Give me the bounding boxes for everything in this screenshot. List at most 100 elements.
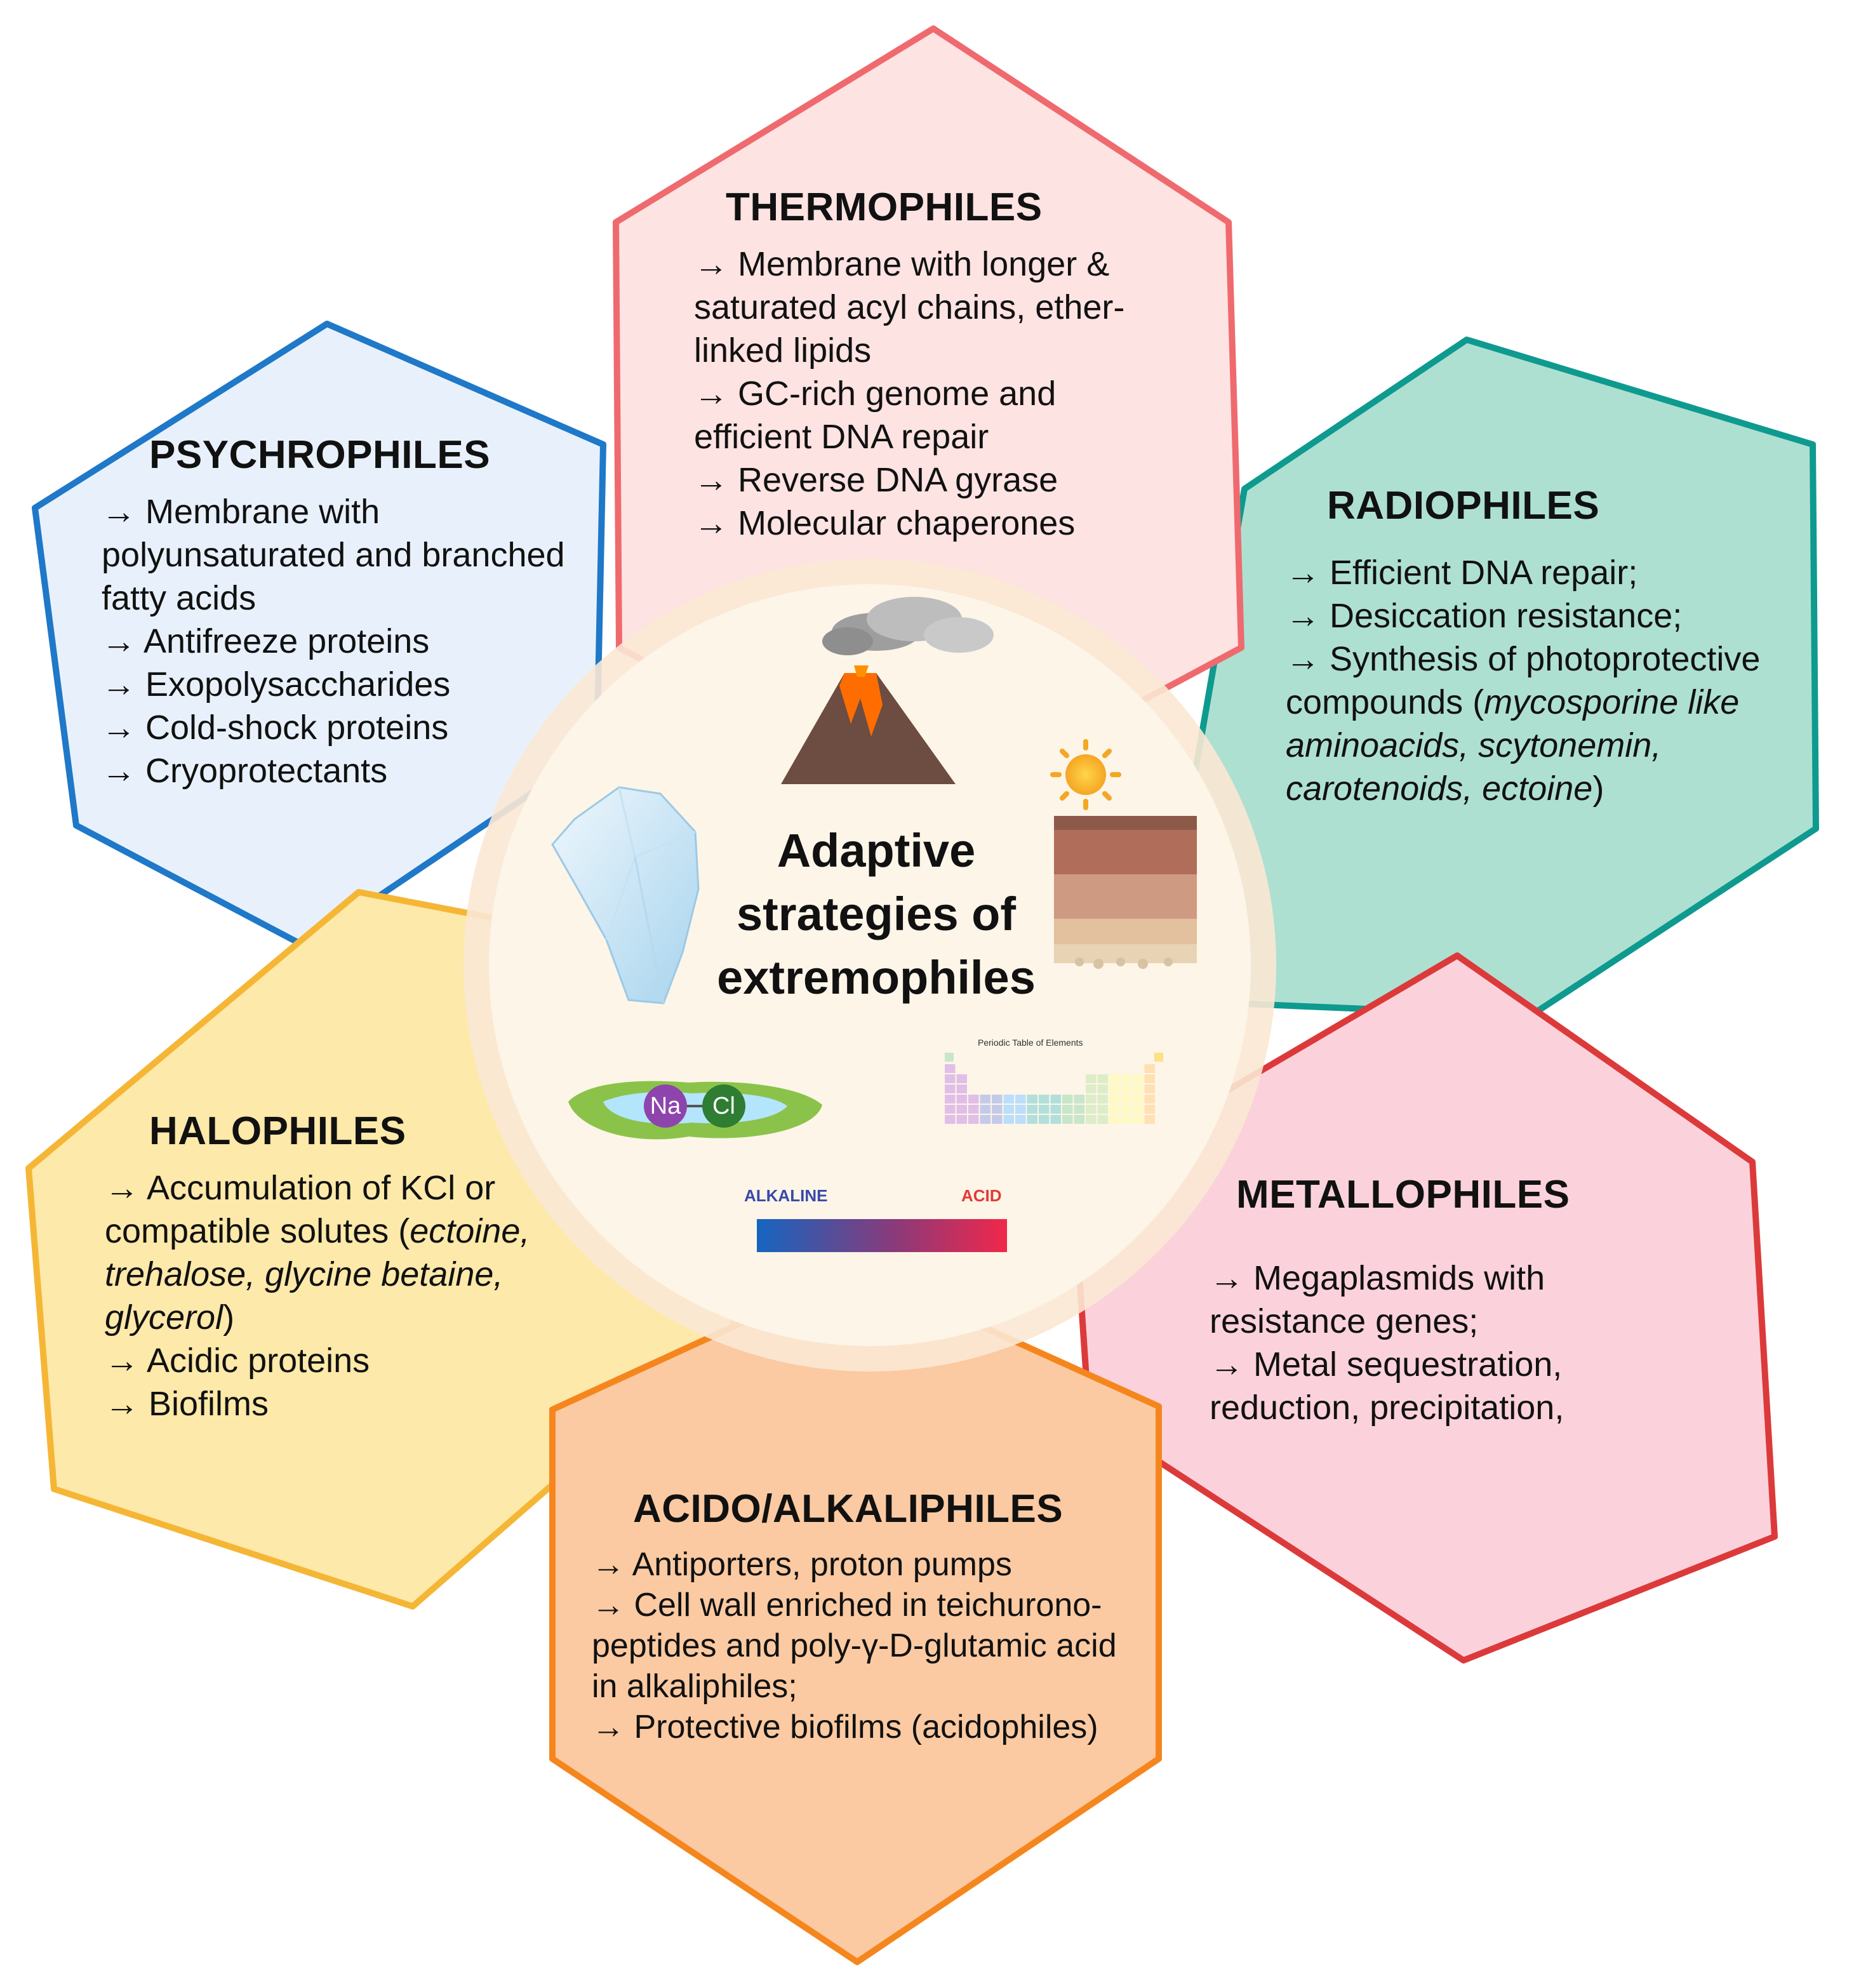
radiophiles-item-3-compounds: mycosporine like aminoacids, scytonemin,… <box>1286 683 1740 808</box>
periodic-table-cell <box>1097 1095 1108 1104</box>
periodic-table-cell <box>1003 1115 1014 1124</box>
radiophiles-item-2: → Desiccation resistance; <box>1286 597 1683 636</box>
psychrophiles-panel: PSYCHROPHILES → Membrane with polyunsatu… <box>102 432 610 792</box>
periodic-table-cell <box>956 1074 967 1083</box>
periodic-table-cell <box>1109 1084 1120 1093</box>
halophiles-item-1-close: ) <box>223 1298 235 1337</box>
acido-alkaliphiles-item-1: → Antiporters, proton pumps <box>592 1546 1012 1584</box>
acido-alkaliphiles-item-3: → Protective biofilms (acidophiles) <box>592 1709 1098 1746</box>
periodic-table-cell <box>980 1115 990 1124</box>
periodic-table-cell <box>1144 1084 1155 1093</box>
periodic-table-cell <box>1133 1074 1144 1083</box>
psychrophiles-list: → Membrane with polyunsaturated and bran… <box>102 490 610 792</box>
periodic-table-cell <box>1144 1095 1155 1104</box>
periodic-table-cell <box>1144 1105 1155 1114</box>
periodic-table-cell <box>1121 1115 1131 1124</box>
chloride-label: Cl <box>712 1093 735 1119</box>
periodic-table-cell <box>945 1064 956 1073</box>
periodic-table-cell <box>956 1084 967 1093</box>
periodic-table-cell <box>1015 1105 1026 1114</box>
periodic-table-cell <box>1074 1115 1084 1124</box>
ph-gradient-bar <box>757 1219 1007 1252</box>
periodic-table-cell <box>1133 1105 1144 1114</box>
halophiles-title: HALOPHILES <box>149 1109 406 1153</box>
periodic-table-cell <box>1109 1095 1120 1104</box>
sodium-ion-icon <box>644 1084 687 1128</box>
periodic-table-cell <box>1062 1095 1073 1104</box>
radiophiles-item-3-text: → Synthesis of photoprotective compounds <box>1286 640 1761 722</box>
periodic-table-cell <box>1074 1105 1084 1114</box>
radiophiles-panel: RADIOPHILES → Efficient DNA repair; → De… <box>1286 483 1806 810</box>
thermophiles-list: → Membrane with longer & saturated acyl … <box>694 243 1177 545</box>
periodic-table-cell <box>992 1115 1003 1124</box>
periodic-table-cell <box>992 1095 1003 1104</box>
thermophiles-item-3: → Reverse DNA gyrase <box>694 461 1058 500</box>
periodic-table-cell <box>1086 1074 1097 1083</box>
psychrophiles-item-4: → Cold-shock proteins <box>102 709 449 747</box>
halophiles-panel: HALOPHILES → Accumulation of KCl or comp… <box>105 1108 587 1425</box>
periodic-table-icon <box>945 1053 1163 1124</box>
volcano-icon <box>781 597 994 784</box>
acido-alkaliphiles-title: ACIDO/ALKALIPHILES <box>633 1487 1064 1531</box>
center-title: Adaptive strategies of extremophiles <box>660 819 1092 1010</box>
periodic-table-title: Periodic Table of Elements <box>978 1037 1083 1048</box>
chloride-ion-icon <box>702 1084 745 1128</box>
halophiles-item-1-text: → Accumulation of KCl or compatible solu… <box>105 1169 496 1251</box>
periodic-table-cell <box>968 1095 979 1104</box>
acido-alkaliphiles-panel: ACIDO/ALKALIPHILES → Antiporters, proton… <box>592 1486 1150 1747</box>
center-title-line-1: Adaptive <box>777 824 976 877</box>
acid-label: ACID <box>961 1186 1002 1205</box>
periodic-table-cell <box>1003 1105 1014 1114</box>
iceberg-icon <box>551 786 700 1004</box>
periodic-table-cell <box>980 1095 990 1104</box>
radiophiles-title: RADIOPHILES <box>1327 484 1600 528</box>
thermophiles-title: THERMOPHILES <box>726 185 1043 229</box>
acido-alkaliphiles-item-2: → Cell wall enriched in teichurono-pepti… <box>592 1587 1117 1705</box>
periodic-table-cell <box>1074 1095 1084 1104</box>
periodic-table-cell <box>968 1105 979 1114</box>
halophiles-item-1-solutes: ectoine, trehalose, glycine betaine, gly… <box>105 1212 530 1337</box>
periodic-table-cell <box>1039 1105 1050 1114</box>
periodic-table-cell <box>1144 1064 1155 1073</box>
metallophiles-title: METALLOPHILES <box>1236 1173 1570 1217</box>
periodic-table-cell <box>1144 1115 1155 1124</box>
thermophiles-panel: THERMOPHILES → Membrane with longer & sa… <box>694 184 1177 545</box>
periodic-table-cell <box>945 1105 956 1114</box>
periodic-table-cell <box>1121 1084 1131 1093</box>
periodic-table-cell <box>1027 1095 1037 1104</box>
periodic-table-cell <box>1086 1084 1097 1093</box>
periodic-table-cell <box>1050 1115 1061 1124</box>
radiophiles-item-3: → Synthesis of photoprotective compounds… <box>1286 640 1761 808</box>
halophiles-item-1: → Accumulation of KCl or compatible solu… <box>105 1166 587 1339</box>
periodic-table-cell <box>1121 1095 1131 1104</box>
halophiles-item-3: → Biofilms <box>105 1385 269 1424</box>
periodic-table-cell <box>1003 1095 1014 1104</box>
periodic-table-cell <box>956 1105 967 1114</box>
periodic-table-cell <box>1109 1105 1120 1114</box>
psychrophiles-item-5: → Cryoprotectants <box>102 752 388 791</box>
periodic-table-cell <box>1015 1095 1026 1104</box>
periodic-table-cell <box>968 1115 979 1124</box>
soil-layers-icon <box>1054 816 1197 969</box>
radiophiles-list: → Efficient DNA repair; → Desiccation re… <box>1286 551 1806 810</box>
periodic-table-cell <box>1027 1115 1037 1124</box>
periodic-table-cell <box>1133 1095 1144 1104</box>
periodic-table-cell <box>992 1105 1003 1114</box>
periodic-table-cell <box>1050 1105 1061 1114</box>
periodic-table-cell <box>980 1105 990 1114</box>
psychrophiles-item-3: → Exopolysaccharides <box>102 665 451 704</box>
periodic-table-cell <box>1015 1115 1026 1124</box>
halophiles-list: → Accumulation of KCl or compatible solu… <box>105 1166 587 1425</box>
thermophiles-item-4: → Molecular chaperones <box>694 504 1076 543</box>
thermophiles-item-2: → GC-rich genome and efficient DNA repai… <box>694 375 1057 457</box>
periodic-table-cell <box>956 1095 967 1104</box>
sun-icon <box>1050 739 1121 810</box>
periodic-table-cell <box>945 1115 956 1124</box>
halophiles-item-2: → Acidic proteins <box>105 1342 370 1380</box>
metallophiles-item-2: → Metal sequestration, reduction, precip… <box>1210 1345 1564 1427</box>
periodic-table-cell <box>1039 1095 1050 1104</box>
periodic-table-cell <box>1097 1084 1108 1093</box>
periodic-table-cell <box>1109 1074 1120 1083</box>
periodic-table-cell <box>945 1074 956 1083</box>
